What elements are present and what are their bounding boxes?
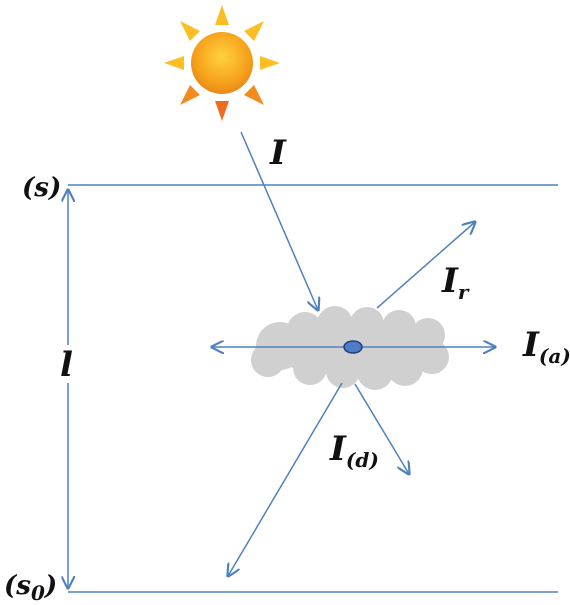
sun-icon [164, 5, 280, 121]
diffused-label: I(d) [329, 429, 379, 472]
reflected-label: Ir [441, 261, 470, 304]
diffused-arrow-long [228, 383, 342, 576]
absorbed-label: I(a) [522, 325, 570, 368]
particle-dot-icon [344, 341, 362, 353]
bottom-boundary-label: (s0) [4, 571, 57, 605]
top-boundary-label: (s) [22, 173, 61, 203]
path-length-label: l [60, 345, 73, 385]
incident-label: I [269, 133, 287, 173]
